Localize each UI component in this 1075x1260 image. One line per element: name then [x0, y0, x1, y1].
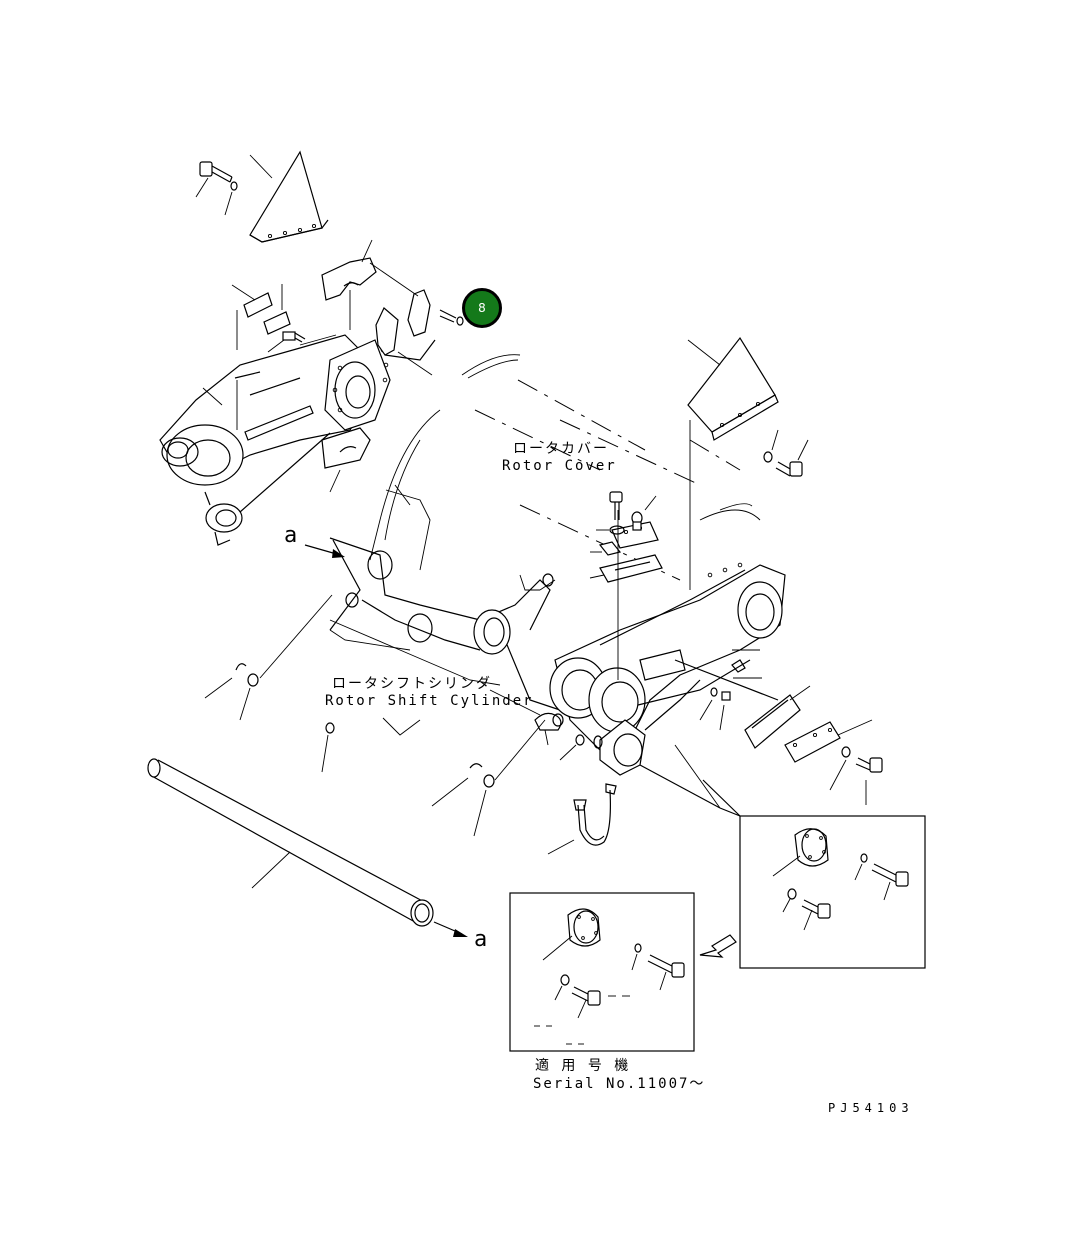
snap-ring-washer-upper	[204, 594, 335, 773]
rotor-cover-label-en: Rotor Cover	[502, 458, 617, 474]
reference-arrow-a-lower	[433, 921, 468, 937]
grease-fittings	[674, 649, 779, 731]
drawing-number: PJ54103	[828, 1101, 914, 1115]
reference-label-a-upper: a	[284, 523, 298, 548]
rotor-shift-cylinder-label-jp: ロータシフトシリンダ	[332, 676, 492, 692]
snap-ring-washer-lower	[431, 719, 585, 837]
reference-label-a-lower: a	[474, 927, 488, 952]
right-cover-plate	[687, 336, 779, 590]
rotor-shift-shaft	[147, 758, 434, 927]
cylinder-pin	[489, 689, 603, 749]
callout-badge-8[interactable]: 8	[462, 288, 502, 328]
serial-applicability-jp: 適 用 号 機	[535, 1058, 631, 1074]
upper-bolt	[439, 309, 464, 326]
right-chain-case	[549, 562, 786, 809]
serial-applicability-en: Serial No.11007～	[533, 1076, 706, 1092]
top-left-bolt	[195, 161, 238, 216]
detail-box-right	[702, 779, 926, 969]
reference-arrow-a-upper	[304, 544, 345, 558]
rotor-shift-cylinder-label-en: Rotor Shift Cylinder	[325, 693, 534, 709]
rotor-cover-label-jp: ロータカバー	[513, 441, 609, 457]
left-chain-case	[159, 334, 391, 486]
grease-hose	[547, 783, 617, 855]
access-cover-and-gasket	[744, 685, 883, 805]
right-bolts-top	[589, 491, 657, 579]
left-small-plates	[231, 284, 306, 430]
left-chain-tensioner	[204, 432, 331, 546]
upper-shims	[321, 239, 436, 493]
detail-arrow	[699, 934, 737, 958]
detail-box-serial	[509, 892, 695, 1052]
top-left-cover-plate	[249, 150, 329, 243]
right-cover-bolt	[763, 429, 809, 477]
